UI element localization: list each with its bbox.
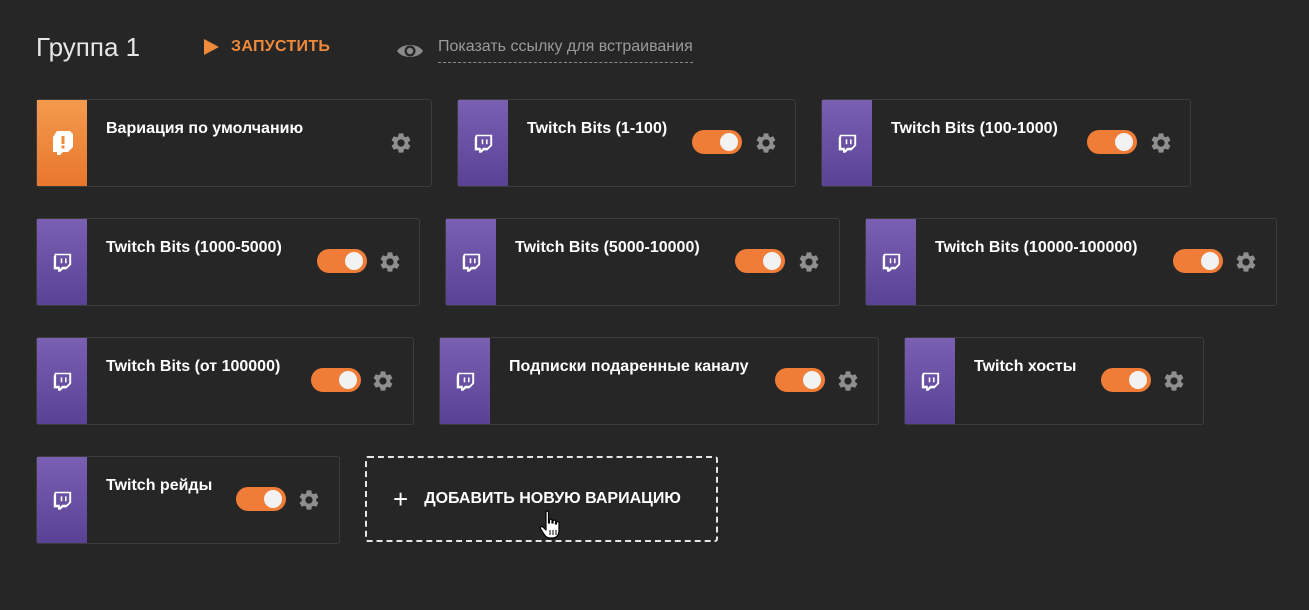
variation-card[interactable]: Twitch Bits (1000-5000) (36, 218, 420, 306)
embed-link-label: Показать ссылку для встраивания (438, 38, 693, 63)
variation-card[interactable]: Twitch Bits (10000-100000) (865, 218, 1277, 306)
gear-icon[interactable] (1162, 369, 1186, 393)
toggle-knob (803, 371, 821, 389)
card-icon-panel (458, 100, 508, 186)
gear-icon[interactable] (297, 488, 321, 512)
variation-toggle[interactable] (236, 487, 286, 511)
variation-name: Twitch Bits (10000-100000) (935, 239, 1138, 256)
group-title: Группа 1 (36, 32, 141, 62)
variation-name: Twitch хосты (974, 358, 1077, 375)
card-icon-panel (37, 457, 87, 543)
card-icon-panel (866, 219, 916, 305)
add-variation-button[interactable]: + ДОБАВИТЬ НОВУЮ ВАРИАЦИЮ (365, 456, 718, 542)
variation-card[interactable]: Twitch Bits (100-1000) (821, 99, 1191, 187)
eye-icon (397, 44, 423, 57)
variation-name: Twitch Bits (100-1000) (891, 120, 1058, 137)
toggle-knob (1201, 252, 1219, 270)
twitch-icon (474, 134, 493, 153)
variation-toggle[interactable] (1087, 130, 1137, 154)
variation-toggle[interactable] (1101, 368, 1151, 392)
gear-icon[interactable] (371, 369, 395, 393)
card-icon-panel (440, 338, 490, 424)
card-icon-panel (37, 100, 87, 186)
play-icon (204, 39, 219, 55)
variation-card[interactable]: Twitch Bits (от 100000) (36, 337, 414, 425)
variation-name: Twitch Bits (1000-5000) (106, 239, 282, 256)
variation-name: Twitch Bits (5000-10000) (515, 239, 700, 256)
gear-icon[interactable] (378, 250, 402, 274)
twitch-icon (456, 372, 475, 391)
toggle-knob (339, 371, 357, 389)
toggle-knob (264, 490, 282, 508)
group-header: Группа 1 ЗАПУСТИТЬ Показать ссылку для в… (36, 30, 1236, 70)
twitch-icon (921, 372, 940, 391)
variation-toggle[interactable] (775, 368, 825, 392)
twitch-icon (462, 253, 481, 272)
twitch-icon (838, 134, 857, 153)
twitch-icon (53, 372, 72, 391)
gear-icon[interactable] (1149, 131, 1173, 155)
card-icon-panel (37, 338, 87, 424)
add-variation-label: ДОБАВИТЬ НОВУЮ ВАРИАЦИЮ (424, 490, 681, 507)
card-icon-panel (822, 100, 872, 186)
variation-card[interactable]: Twitch хосты (904, 337, 1204, 425)
toggle-knob (1129, 371, 1147, 389)
show-embed-link[interactable]: Показать ссылку для встраивания (396, 38, 693, 63)
variation-name: Twitch Bits (1-100) (527, 120, 668, 137)
variation-card[interactable]: Twitch Bits (5000-10000) (445, 218, 840, 306)
twitch-icon (53, 491, 72, 510)
variation-toggle[interactable] (311, 368, 361, 392)
gear-icon[interactable] (1234, 250, 1258, 274)
variation-card[interactable]: Twitch рейды (36, 456, 340, 544)
card-icon-panel (905, 338, 955, 424)
variation-toggle[interactable] (735, 249, 785, 273)
plus-icon: + (393, 484, 409, 514)
gear-icon[interactable] (797, 250, 821, 274)
variation-card-default[interactable]: Вариация по умолчанию (36, 99, 432, 187)
variation-toggle[interactable] (317, 249, 367, 273)
variation-card[interactable]: Twitch Bits (1-100) (457, 99, 796, 187)
twitch-icon (53, 253, 72, 272)
gear-icon[interactable] (754, 131, 778, 155)
toggle-knob (1115, 133, 1133, 151)
variation-name: Twitch Bits (от 100000) (106, 358, 281, 375)
variation-name: Подписки подаренные каналу (509, 358, 749, 375)
variation-name: Twitch рейды (106, 477, 213, 494)
gear-icon[interactable] (836, 369, 860, 393)
toggle-knob (720, 133, 738, 151)
toggle-knob (763, 252, 781, 270)
card-icon-panel (37, 219, 87, 305)
toggle-knob (345, 252, 363, 270)
gear-icon[interactable] (389, 131, 413, 155)
variation-toggle[interactable] (692, 130, 742, 154)
run-button[interactable]: ЗАПУСТИТЬ (204, 38, 330, 56)
alert-logo-icon (53, 131, 73, 155)
run-button-label: ЗАПУСТИТЬ (231, 38, 331, 55)
variation-card[interactable]: Подписки подаренные каналу (439, 337, 879, 425)
variation-name: Вариация по умолчанию (106, 120, 304, 137)
variation-toggle[interactable] (1173, 249, 1223, 273)
twitch-icon (882, 253, 901, 272)
card-icon-panel (446, 219, 496, 305)
hand-cursor-icon (539, 510, 560, 539)
